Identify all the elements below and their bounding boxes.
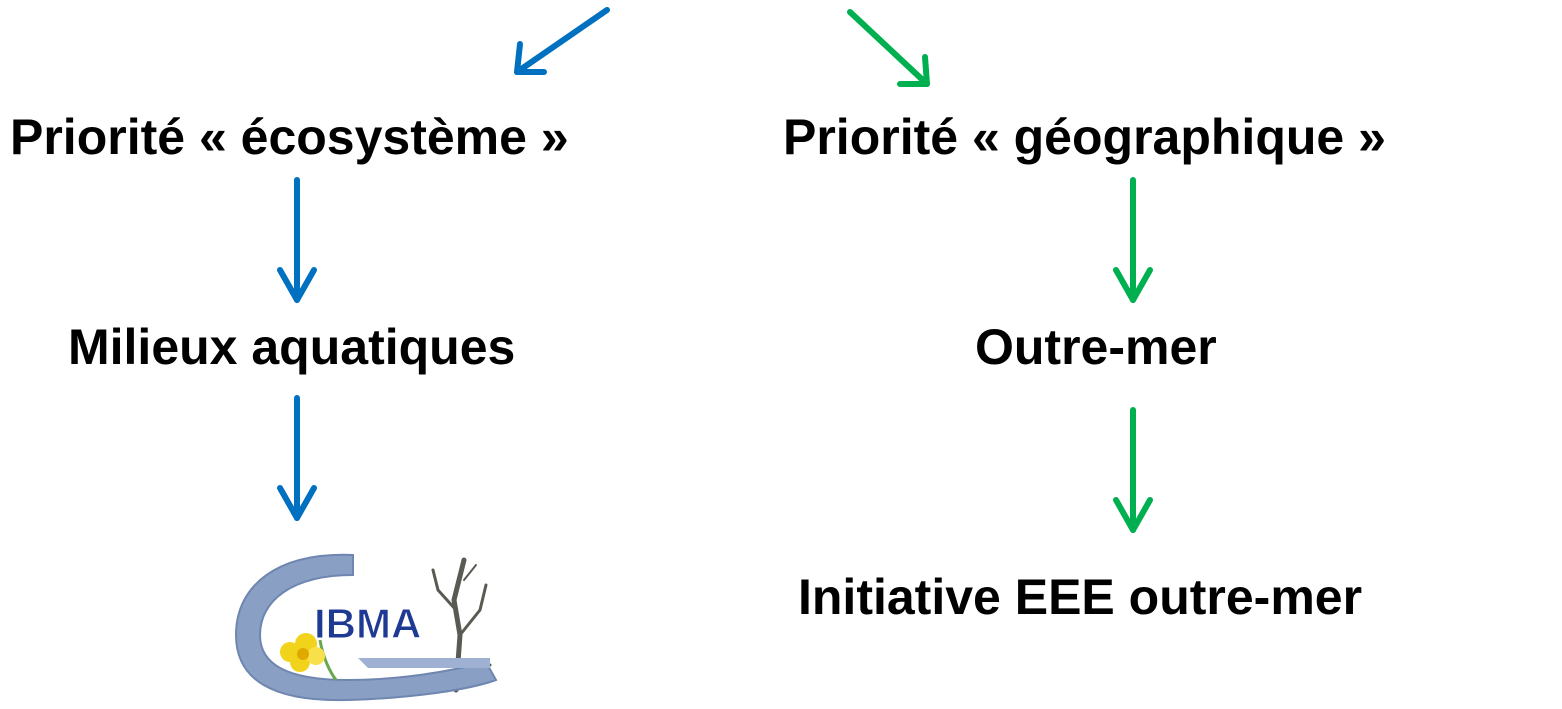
- arrow-aquatic-to-logo: [277, 395, 317, 521]
- overseas-label: Outre-mer: [975, 319, 1217, 375]
- arrow-to-geographic: [847, 9, 930, 87]
- priority-geographic-label: Priorité « géographique »: [783, 109, 1386, 165]
- arrow-overseas-to-initiative: [1113, 407, 1153, 533]
- flower-icon: [280, 633, 338, 681]
- arrow-to-ecosystem: [514, 7, 610, 75]
- arrow-geographic-to-overseas: [1113, 177, 1153, 303]
- priority-ecosystem-label: Priorité « écosystème »: [10, 109, 569, 165]
- logo-ring: [234, 553, 498, 702]
- aquatic-environments-label: Milieux aquatiques: [68, 319, 516, 375]
- initiative-label: Initiative EEE outre-mer: [798, 569, 1363, 625]
- ibma-logo: IBMA: [234, 553, 498, 702]
- logo-text: IBMA: [314, 600, 421, 647]
- arrow-ecosystem-to-aquatic: [277, 177, 317, 303]
